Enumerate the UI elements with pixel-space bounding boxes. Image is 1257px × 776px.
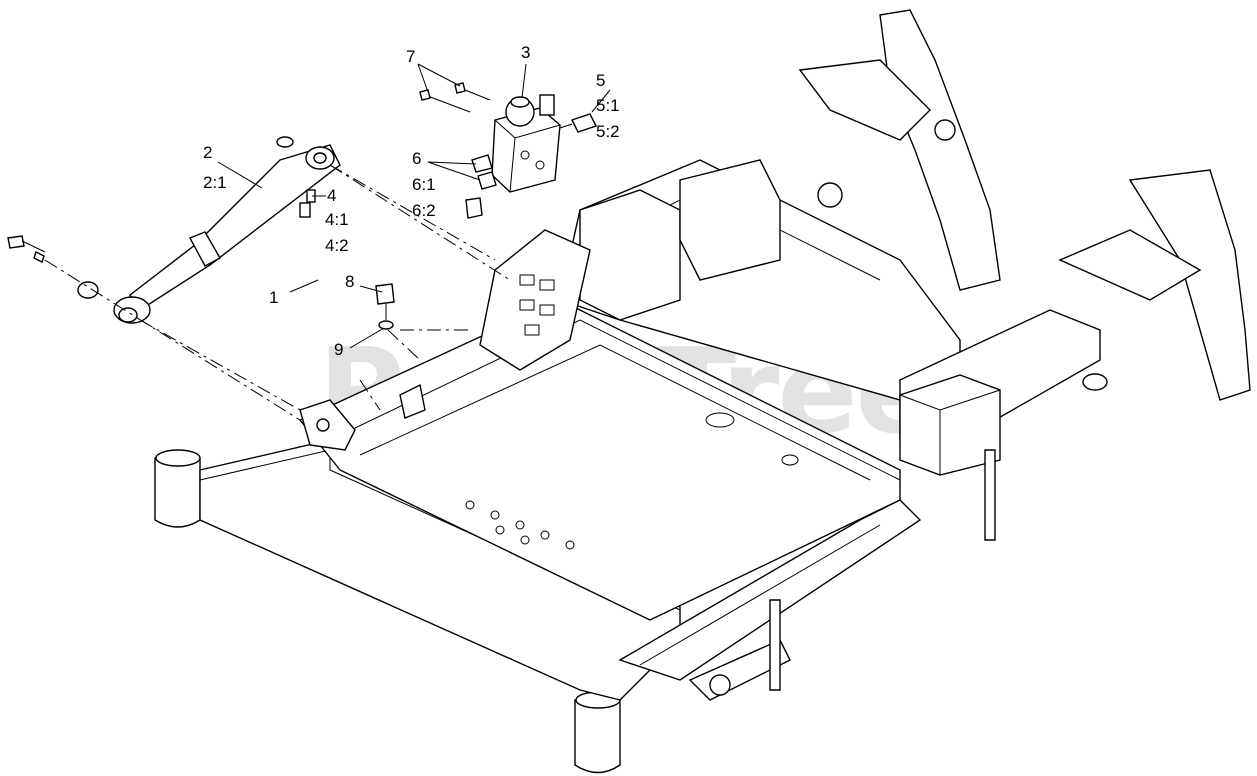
spacer bbox=[77, 281, 99, 299]
callout-8: 8 bbox=[345, 272, 354, 291]
solenoid-connector bbox=[539, 94, 555, 116]
leader-lines bbox=[217, 63, 611, 349]
callout-9: 9 bbox=[334, 340, 343, 359]
cylinder-collar bbox=[189, 231, 221, 267]
hose-clamp bbox=[375, 283, 395, 305]
caster-tube-left-top bbox=[155, 449, 201, 467]
hydraulic-hose bbox=[299, 189, 483, 330]
callouts: 1 2 2:1 3 4 4:1 4:2 5 5:1 5:2 6 6:1 6:2 … bbox=[203, 43, 620, 359]
callout-4-1: 4:1 bbox=[325, 210, 349, 229]
hose-fitting-left bbox=[299, 202, 311, 218]
callout-2-1: 2:1 bbox=[203, 173, 227, 192]
assembly-lines bbox=[44, 164, 511, 421]
rear-bushing-right bbox=[1082, 373, 1108, 391]
rear-upright-left bbox=[879, 9, 1001, 291]
hose-fitting-right bbox=[465, 197, 483, 219]
cylinder-clip bbox=[276, 136, 294, 148]
engine-mount-bracket bbox=[579, 189, 681, 321]
callout-5-2: 5:2 bbox=[596, 122, 620, 141]
control-module bbox=[899, 374, 1001, 476]
steering-rod bbox=[769, 599, 781, 691]
callout-6: 6 bbox=[412, 149, 421, 168]
callout-4-2: 4:2 bbox=[325, 236, 349, 255]
mower-frame bbox=[154, 9, 1251, 774]
solenoid-valve bbox=[491, 94, 561, 193]
valve-fittings bbox=[471, 113, 597, 190]
bolt-head bbox=[7, 235, 25, 249]
callout-6-1: 6:1 bbox=[412, 175, 436, 194]
bolt-nut bbox=[33, 251, 45, 263]
fitting-6-upper bbox=[471, 154, 493, 173]
valve-screws bbox=[419, 82, 491, 113]
clamp-nut bbox=[378, 320, 394, 330]
rear-pivot-left bbox=[934, 119, 956, 141]
callout-1: 1 bbox=[269, 288, 278, 307]
rear-upright-right bbox=[1128, 169, 1251, 401]
callout-7: 7 bbox=[406, 47, 415, 66]
callout-5: 5 bbox=[596, 71, 605, 90]
fitting-5 bbox=[571, 113, 597, 133]
fitting-6-lower bbox=[477, 171, 497, 190]
frame-fitting bbox=[399, 383, 426, 419]
frame-valve-bank bbox=[479, 229, 591, 371]
rear-bracket-right bbox=[1058, 229, 1202, 301]
rear-rod bbox=[984, 449, 996, 541]
steering-pivot bbox=[709, 674, 731, 696]
rear-bracket-left bbox=[798, 59, 931, 141]
callout-2: 2 bbox=[203, 143, 212, 162]
seat-mount-bracket bbox=[679, 159, 781, 281]
cylinder-bolt-assembly bbox=[7, 235, 99, 299]
callout-5-1: 5:1 bbox=[596, 96, 620, 115]
callout-4: 4 bbox=[327, 186, 336, 205]
cylinder-frame-pin bbox=[316, 418, 330, 432]
callout-3: 3 bbox=[521, 43, 530, 62]
frame-hole-1 bbox=[817, 182, 843, 208]
hydraulic-cylinder bbox=[113, 136, 341, 324]
callout-6-2: 6:2 bbox=[412, 201, 436, 220]
